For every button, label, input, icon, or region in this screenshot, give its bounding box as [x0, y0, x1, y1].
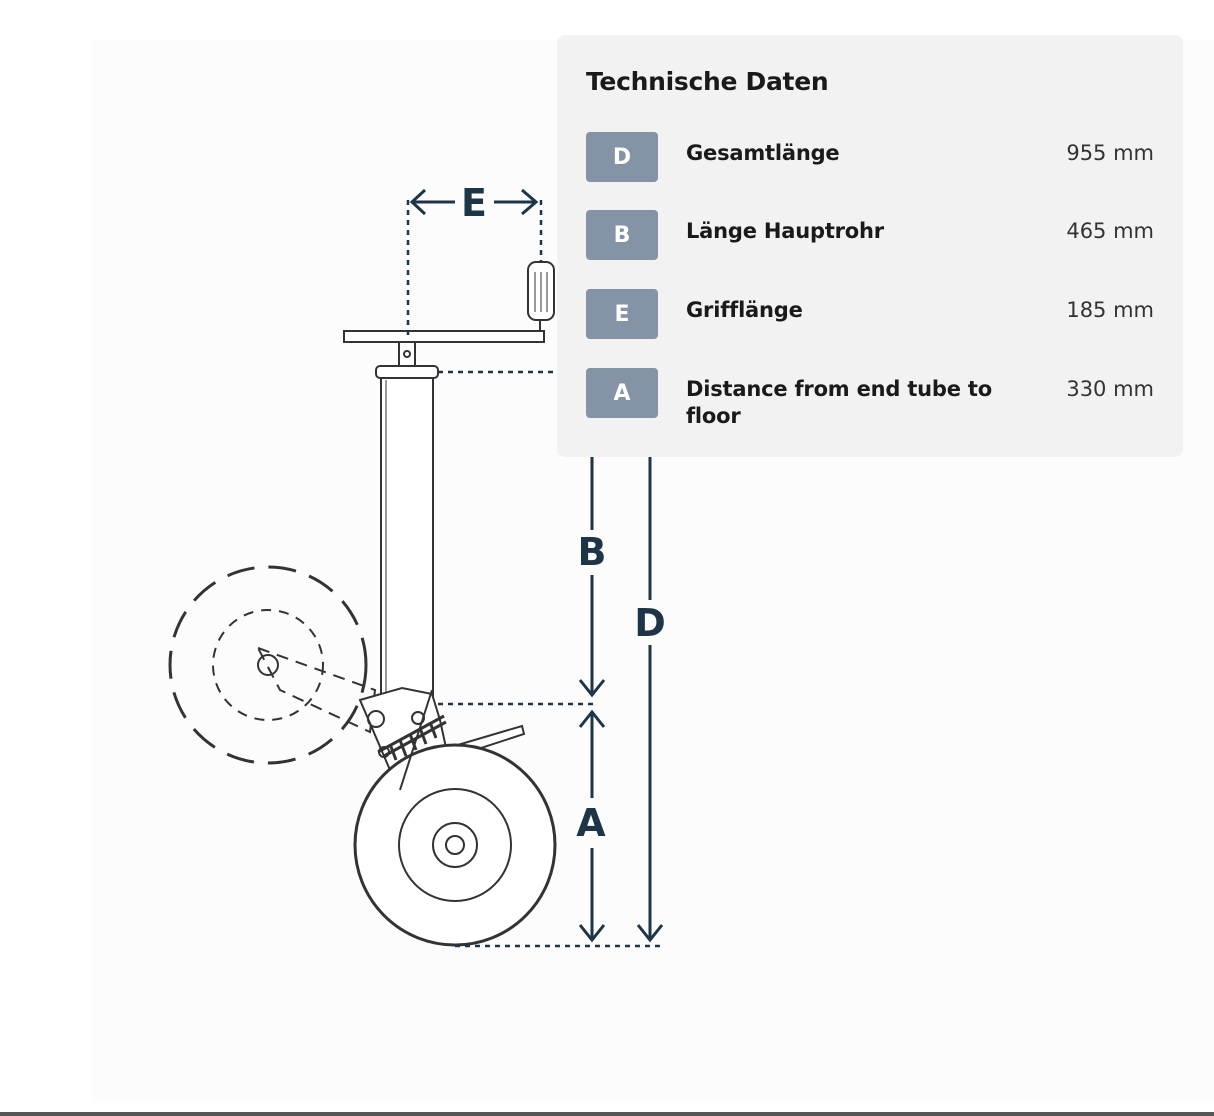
dimension-letter-e: E [461, 181, 487, 225]
spec-label: Distance from end tube to floor [686, 377, 992, 428]
spindle [398, 341, 416, 367]
panel-title: Technische Daten [586, 67, 829, 96]
dimension-badge: D [586, 132, 658, 182]
tube-collar [375, 365, 439, 379]
dimension-badge: B [586, 210, 658, 260]
spec-value: 185 mm [1066, 298, 1154, 322]
spec-label: Grifflänge [686, 298, 803, 322]
technical-data-panel: Technische Daten D Gesamtlänge 955 mm B … [557, 35, 1183, 457]
dimension-letter-b: B [578, 530, 607, 574]
cut-off-next-section [0, 1103, 1214, 1116]
dimension-letter-d: D [634, 601, 666, 645]
dimension-badge: A [586, 368, 658, 418]
divider [0, 1112, 1214, 1116]
spec-value: 465 mm [1066, 219, 1154, 243]
main-wheel [353, 743, 557, 947]
dimension-lines [406, 188, 664, 948]
spec-value: 955 mm [1066, 141, 1154, 165]
main-tube [380, 377, 434, 705]
spec-label: Gesamtlänge [686, 141, 840, 165]
crank-plate [343, 330, 545, 343]
spec-value: 330 mm [1066, 377, 1154, 401]
dimension-badge: E [586, 289, 658, 339]
dimension-letter-a: A [576, 801, 606, 845]
bracket-spring [377, 714, 447, 761]
spec-label: Länge Hauptrohr [686, 219, 884, 243]
folded-wheel [168, 565, 368, 765]
